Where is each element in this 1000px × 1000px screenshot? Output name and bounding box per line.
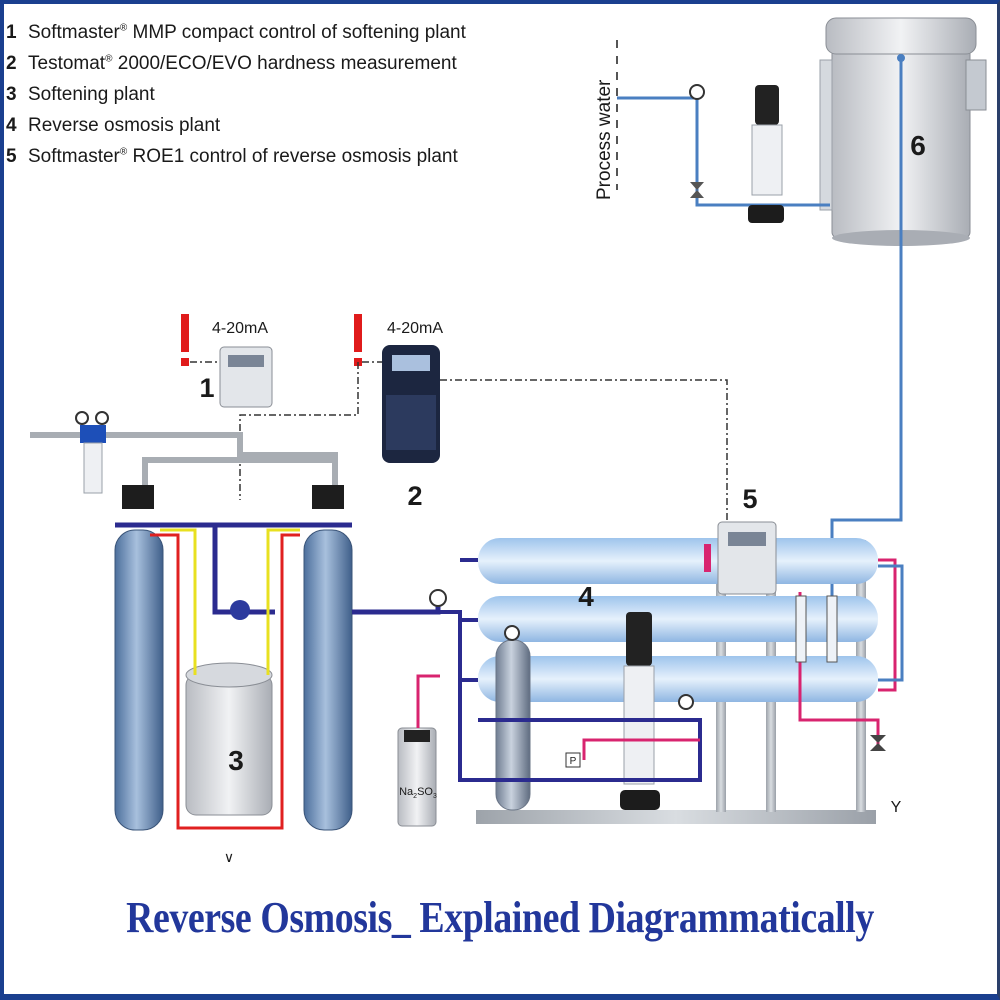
gauge-icon xyxy=(678,694,694,710)
controller-5 xyxy=(717,521,777,595)
process-pump xyxy=(748,85,784,223)
legend-number: 2 xyxy=(6,53,17,74)
alarm-icon xyxy=(181,314,189,352)
label-process-water: Process water xyxy=(594,79,615,200)
legend-item-5: 5 Softmaster® ROE1 control of reverse os… xyxy=(6,146,486,177)
softening-column-right xyxy=(303,485,353,831)
alarm-icon xyxy=(704,544,711,572)
cartridge-filter xyxy=(495,639,531,811)
label-pressure-switch: P xyxy=(570,756,577,767)
storage-tank-6 xyxy=(819,17,987,246)
label-testomat-2: 2 xyxy=(407,481,422,511)
legend-text: Softmaster® ROE1 control of reverse osmo… xyxy=(28,146,458,167)
legend-item-3: 3 Softening plant xyxy=(6,84,486,115)
chemical-label: Na2SO3 xyxy=(399,786,437,800)
softening-column-left xyxy=(114,485,164,831)
legend-number: 4 xyxy=(6,115,17,136)
label-ro-plant-4: 4 xyxy=(578,581,594,612)
label-controller-1: 1 xyxy=(199,373,214,403)
valve-icon xyxy=(870,735,886,751)
legend-text: Softening plant xyxy=(28,84,155,105)
gauge-icon xyxy=(75,411,89,425)
diagram-title: Reverse Osmosis_ Explained Diagrammatica… xyxy=(126,893,874,942)
brine-lines xyxy=(150,528,300,830)
high-pressure-pump xyxy=(620,612,660,810)
valve-icon xyxy=(690,182,704,198)
controller-1 xyxy=(219,346,273,408)
flowmeter-icon xyxy=(230,600,250,620)
component-legend: 1 Softmaster® MMP compact control of sof… xyxy=(6,22,486,177)
feed-piping-grey xyxy=(30,432,338,490)
legend-number: 5 xyxy=(6,146,17,167)
label-controller-5: 5 xyxy=(742,484,757,514)
drain-icon: Y xyxy=(891,799,902,816)
pre-filter xyxy=(80,425,106,494)
pressure-switch xyxy=(565,752,581,768)
permeate-piping xyxy=(878,564,904,682)
gauge-icon xyxy=(689,84,705,100)
alarm-icon xyxy=(354,314,362,352)
flowmeters xyxy=(795,595,838,663)
drain-icon: ∨ xyxy=(224,849,234,865)
legend-item-4: 4 Reverse osmosis plant xyxy=(6,115,486,146)
label-brine-tank-3: 3 xyxy=(228,745,244,776)
signal-label-2: 4-20mA xyxy=(387,320,443,337)
gauge-icon xyxy=(504,625,520,641)
legend-item-2: 2 Testomat® 2000/ECO/EVO hardness measur… xyxy=(6,53,486,84)
brine-tank-3 xyxy=(185,662,273,816)
legend-text: Softmaster® MMP compact control of softe… xyxy=(28,22,466,43)
legend-item-1: 1 Softmaster® MMP compact control of sof… xyxy=(6,22,486,53)
legend-text: Testomat® 2000/ECO/EVO hardness measurem… xyxy=(28,53,457,74)
legend-text: Reverse osmosis plant xyxy=(28,115,221,136)
chemical-dosing-tank xyxy=(397,727,437,827)
ro-feed-piping xyxy=(438,558,702,782)
gauge-icon xyxy=(429,589,447,607)
legend-number: 1 xyxy=(6,22,17,43)
legend-number: 3 xyxy=(6,84,17,105)
label-tank-6: 6 xyxy=(910,130,926,161)
signal-label-1: 4-20mA xyxy=(212,320,268,337)
testomat-analyzer-2 xyxy=(382,345,440,463)
membrane-vessels xyxy=(478,538,878,702)
gauge-icon xyxy=(95,411,109,425)
